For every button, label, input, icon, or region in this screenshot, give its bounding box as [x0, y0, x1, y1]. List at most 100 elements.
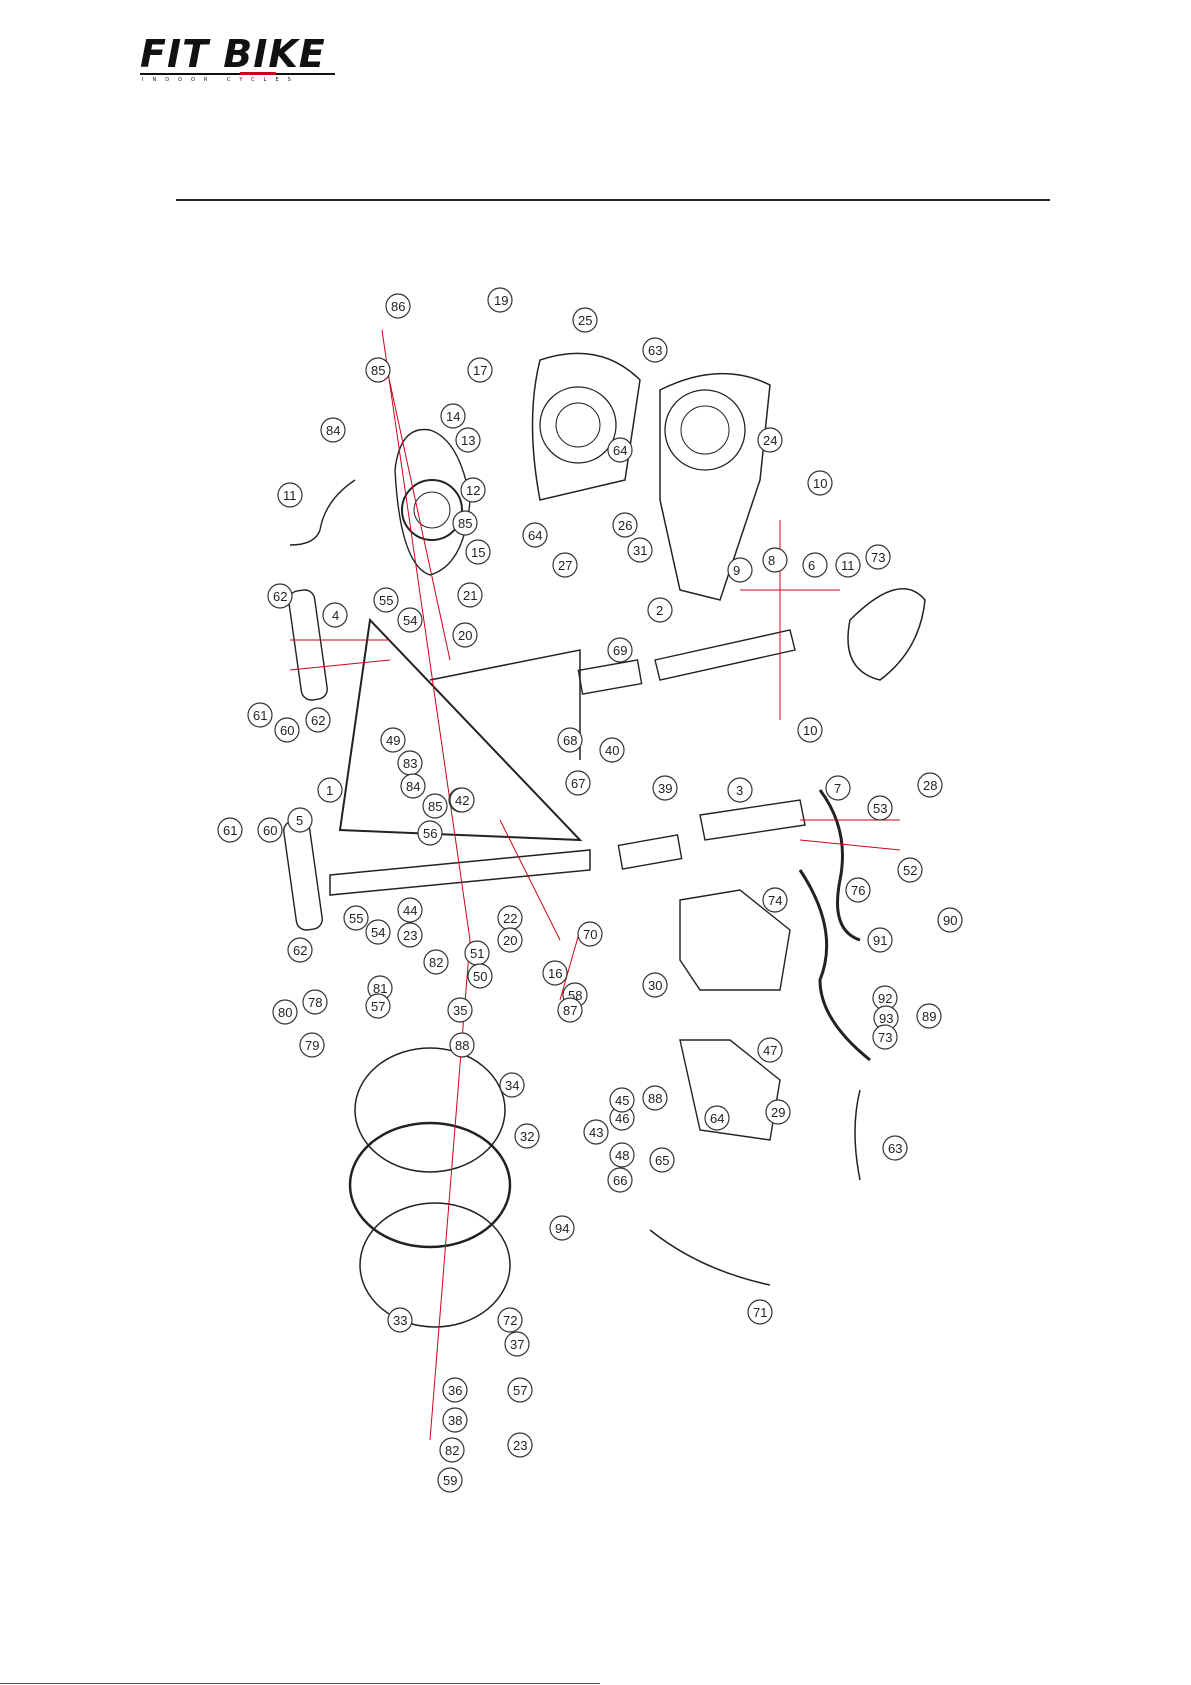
svg-text:82: 82 [445, 1443, 459, 1458]
saddle [847, 588, 926, 681]
part-callout: 31 [627, 537, 653, 563]
part-callout: 2 [647, 597, 673, 623]
part-callout: 79 [299, 1032, 325, 1058]
part-callout: 30 [642, 972, 668, 998]
left-chain-cover [531, 352, 641, 501]
svg-text:80: 80 [278, 1005, 292, 1020]
flywheel [348, 1121, 512, 1249]
part-callout: 73 [872, 1024, 898, 1050]
svg-text:55: 55 [349, 911, 363, 926]
brand-name: FIT BIKE [140, 32, 326, 76]
part-callout: 32 [514, 1123, 540, 1149]
part-callout: 60 [274, 717, 300, 743]
part-callout: 40 [599, 737, 625, 763]
svg-text:64: 64 [613, 443, 627, 458]
svg-text:62: 62 [273, 589, 287, 604]
svg-text:5: 5 [296, 813, 303, 828]
part-callout: 33 [387, 1307, 413, 1333]
seat-foam-grip [577, 659, 643, 695]
svg-text:4: 4 [332, 608, 339, 623]
part-callout: 38 [442, 1407, 468, 1433]
part-callout: 44 [397, 897, 423, 923]
part-callout: 10 [797, 717, 823, 743]
svg-text:65: 65 [655, 1153, 669, 1168]
part-callout: 36 [442, 1377, 468, 1403]
part-callout: 71 [747, 1299, 773, 1325]
svg-text:20: 20 [458, 628, 472, 643]
part-callout: 34 [499, 1072, 525, 1098]
svg-text:70: 70 [583, 927, 597, 942]
svg-text:61: 61 [253, 708, 267, 723]
svg-text:48: 48 [615, 1148, 629, 1163]
svg-text:84: 84 [406, 779, 420, 794]
svg-text:54: 54 [403, 613, 417, 628]
svg-text:46: 46 [615, 1111, 629, 1126]
svg-text:38: 38 [448, 1413, 462, 1428]
part-callout: 86 [385, 293, 411, 319]
svg-text:84: 84 [326, 423, 340, 438]
svg-text:61: 61 [223, 823, 237, 838]
part-callout: 56 [417, 820, 443, 846]
svg-text:10: 10 [813, 476, 827, 491]
part-callout: 65 [649, 1147, 675, 1173]
svg-text:32: 32 [520, 1129, 534, 1144]
svg-text:25: 25 [578, 313, 592, 328]
brake-cable [649, 1229, 771, 1286]
part-callout: 23 [397, 922, 423, 948]
brand-tagline: INDOOR CYCLES [142, 77, 300, 83]
svg-text:37: 37 [510, 1337, 524, 1352]
part-callout: 17 [467, 357, 493, 383]
part-callout: 35 [447, 997, 473, 1023]
part-callout: 24 [757, 427, 783, 453]
svg-text:23: 23 [403, 928, 417, 943]
svg-text:22: 22 [503, 911, 517, 926]
svg-text:51: 51 [470, 946, 484, 961]
svg-text:17: 17 [473, 363, 487, 378]
svg-text:20: 20 [503, 933, 517, 948]
svg-text:67: 67 [571, 776, 585, 791]
svg-text:12: 12 [466, 483, 480, 498]
part-callout: 37 [504, 1331, 530, 1357]
part-callout: 26 [612, 512, 638, 538]
part-callout: 62 [287, 937, 313, 963]
part-callout: 78 [302, 989, 328, 1015]
svg-text:40: 40 [605, 743, 619, 758]
svg-text:85: 85 [371, 363, 385, 378]
right-chain-cover [659, 372, 771, 601]
part-callout: 20 [497, 927, 523, 953]
svg-text:8: 8 [768, 553, 775, 568]
part-callout: 11 [835, 552, 861, 578]
svg-text:73: 73 [878, 1030, 892, 1045]
part-callout: 73 [865, 544, 891, 570]
part-callout: 13 [455, 427, 481, 453]
part-callout: 4 [322, 602, 348, 628]
svg-text:85: 85 [428, 799, 442, 814]
svg-text:11: 11 [841, 558, 855, 573]
part-callout: 46 [609, 1105, 635, 1131]
sensor-wire [854, 1089, 861, 1181]
seat-post [654, 629, 796, 681]
part-callout: 52 [897, 857, 923, 883]
part-callout: 39 [652, 775, 678, 801]
part-callout: 85 [422, 793, 448, 819]
part-callout: 85 [452, 510, 478, 536]
part-callout: 25 [572, 307, 598, 333]
cover-disk [539, 386, 617, 464]
svg-text:93: 93 [879, 1011, 893, 1026]
part-callout: 91 [867, 927, 893, 953]
part-callout: 50 [467, 963, 493, 989]
part-callout: 67 [565, 770, 591, 796]
belt-cover [394, 428, 471, 576]
part-callout: 89 [916, 1003, 942, 1029]
svg-text:79: 79 [305, 1038, 319, 1053]
svg-text:90: 90 [943, 913, 957, 928]
part-callout: 63 [642, 337, 668, 363]
svg-text:71: 71 [753, 1305, 767, 1320]
svg-text:72: 72 [503, 1313, 517, 1328]
part-callout: 90 [937, 907, 963, 933]
svg-text:2: 2 [656, 603, 663, 618]
svg-text:1: 1 [326, 783, 333, 798]
part-callout: 43 [583, 1119, 609, 1145]
svg-text:63: 63 [888, 1141, 902, 1156]
svg-text:56: 56 [423, 826, 437, 841]
